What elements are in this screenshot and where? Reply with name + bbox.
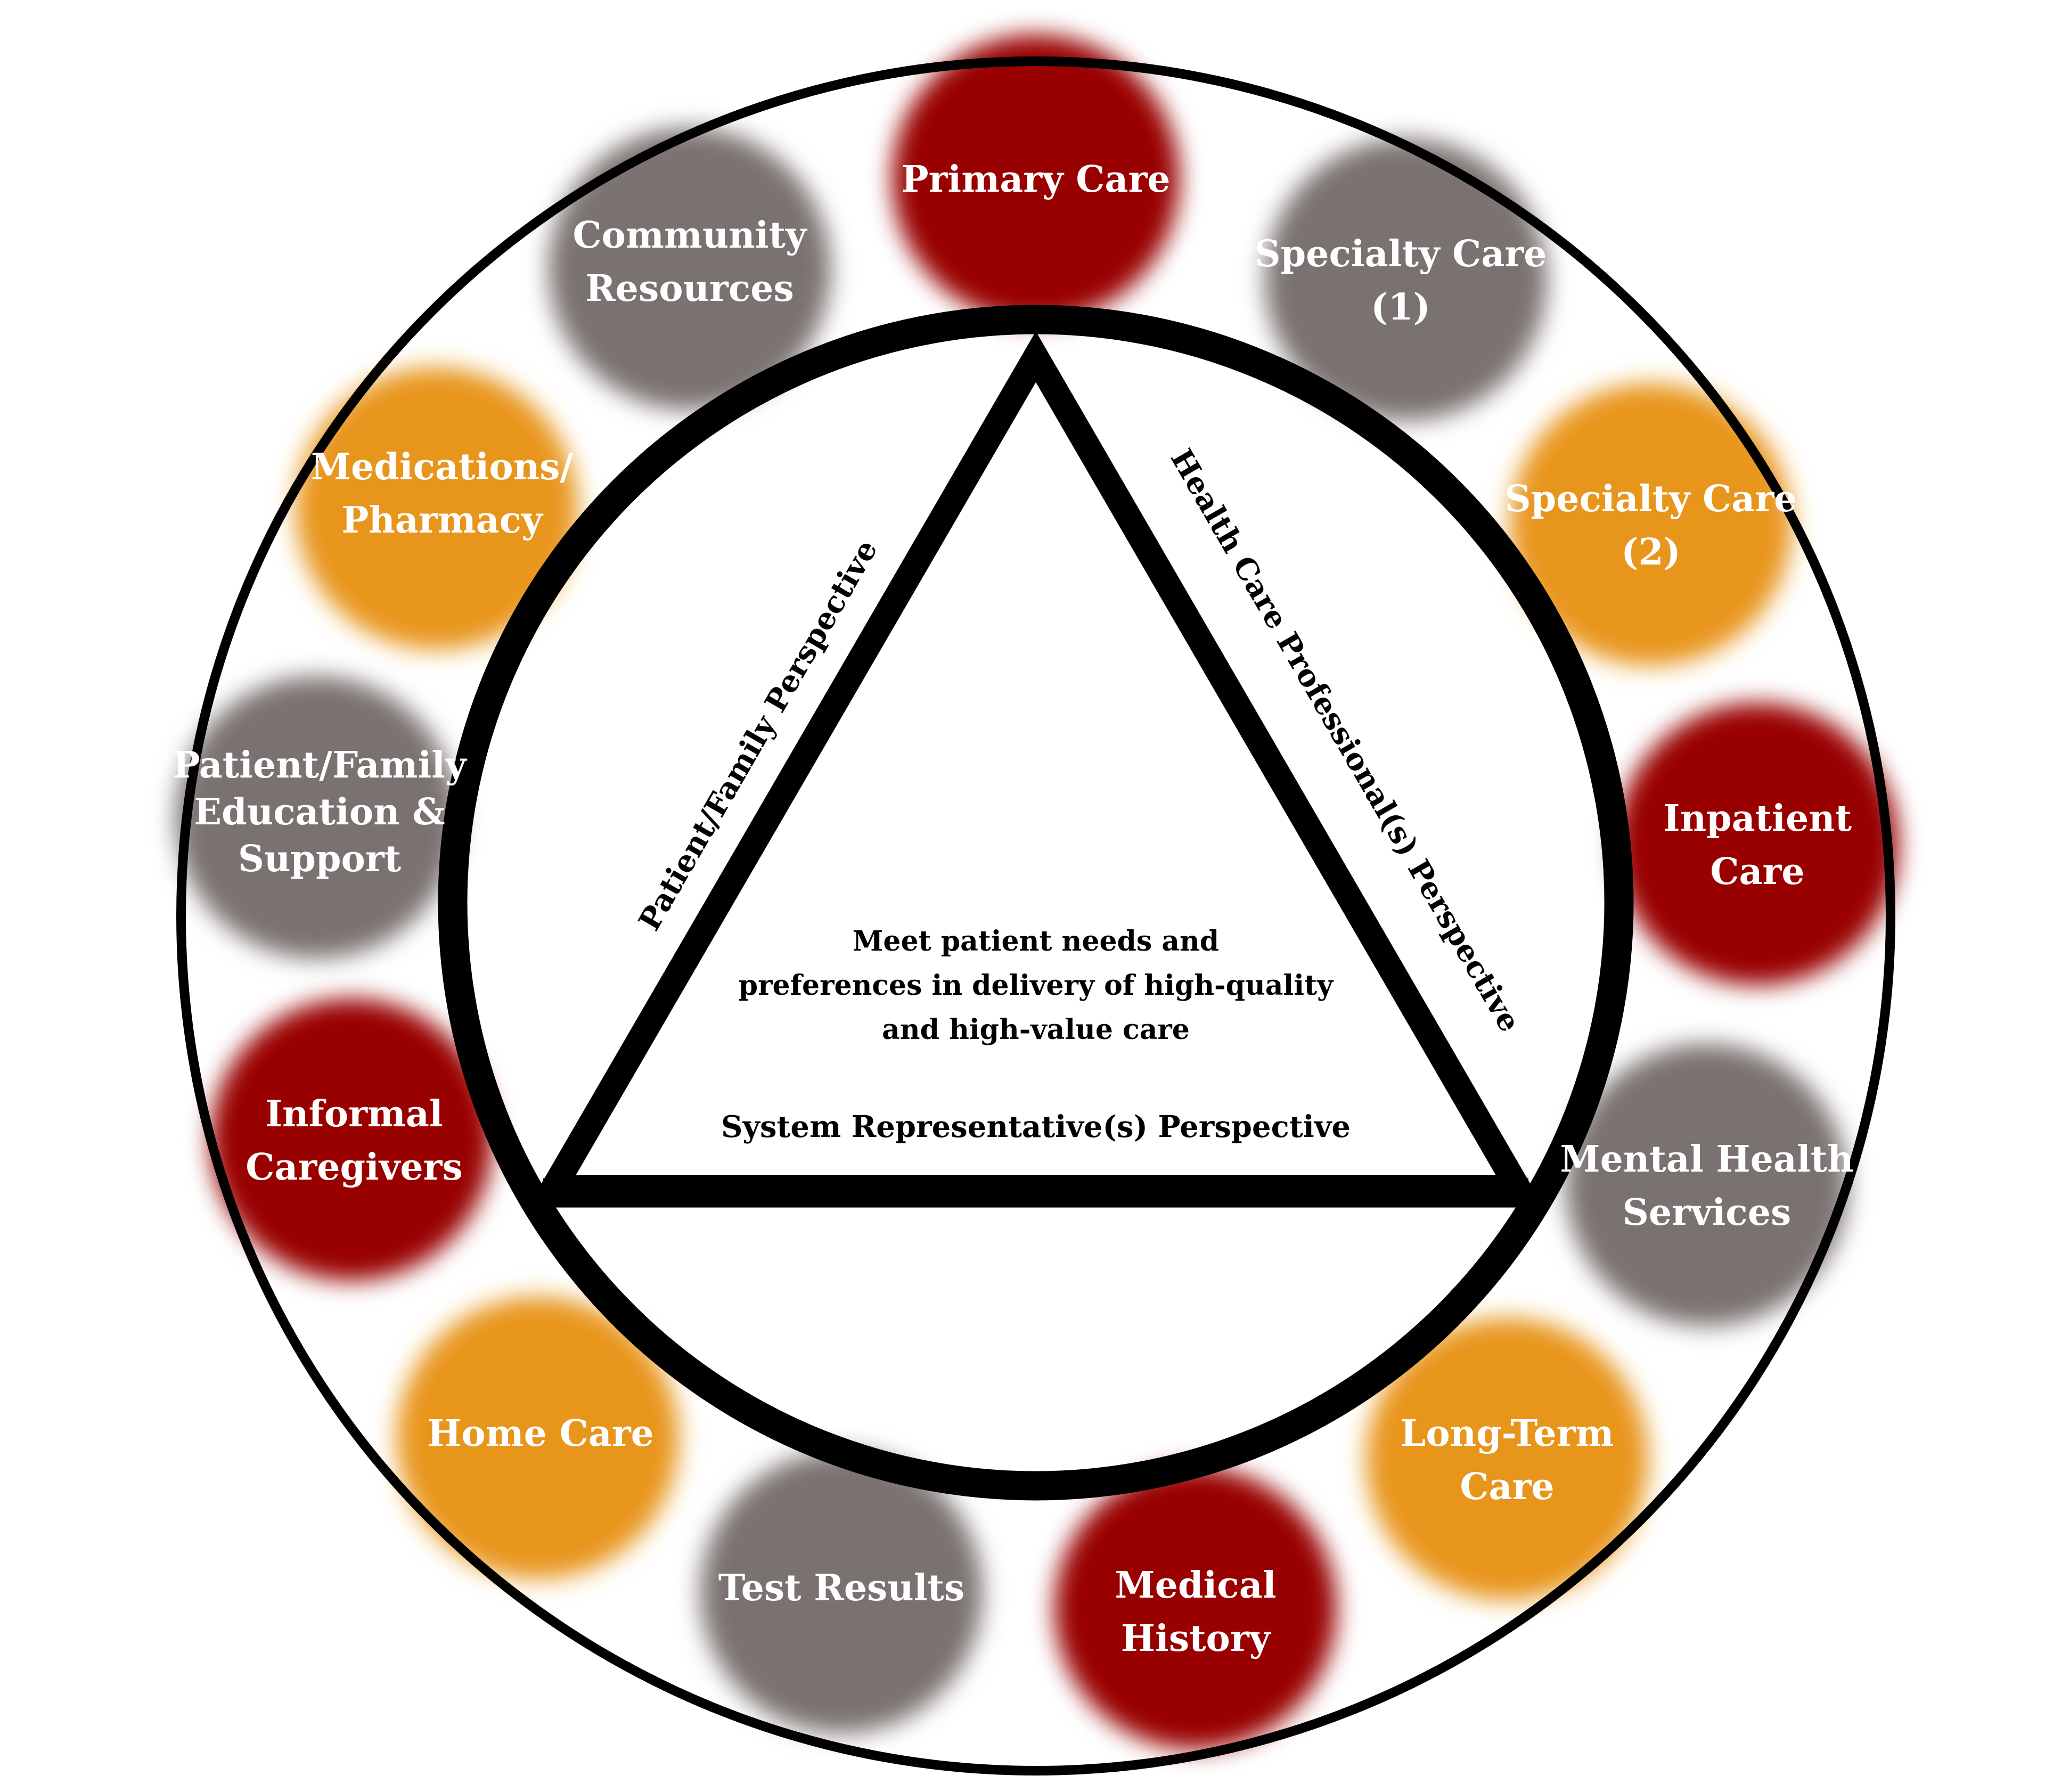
system-representative-perspective-label: System Representative(s) Perspective bbox=[721, 1109, 1351, 1144]
specialty-care-1-label-line-1: Specialty Care bbox=[1255, 233, 1547, 275]
medications-pharmacy-bubble bbox=[296, 367, 578, 650]
specialty-care-2-bubble bbox=[1510, 383, 1792, 666]
specialty-care-2-label-line-2: (2) bbox=[1621, 531, 1681, 574]
patient-family-education-label-line-2: Education & bbox=[194, 791, 445, 833]
medications-pharmacy-label-line-1: Medications/ bbox=[311, 446, 574, 488]
test-results-bubble bbox=[700, 1451, 983, 1733]
medical-history-label-line-2: History bbox=[1121, 1617, 1272, 1660]
specialty-care-1-bubble bbox=[1265, 138, 1547, 421]
primary-care-label-line-1: Primary Care bbox=[901, 158, 1170, 201]
mental-health-services-label-line-2: Services bbox=[1623, 1191, 1792, 1234]
informal-caregivers-label-line-1: Informal bbox=[265, 1093, 443, 1135]
specialty-care-1-label-line-2: (1) bbox=[1371, 286, 1430, 329]
community-resources-label-line-1: Community bbox=[572, 214, 808, 257]
medications-pharmacy-label-line-2: Pharmacy bbox=[341, 499, 544, 542]
long-term-care-label-line-2: Care bbox=[1460, 1466, 1554, 1508]
inpatient-care-label-line-1: Inpatient bbox=[1663, 797, 1852, 840]
patient-family-education-label-line-3: Support bbox=[238, 838, 402, 880]
patient-family-education-label-line-1: Patient/Family bbox=[173, 744, 468, 787]
long-term-care-label-line-1: Long-Term bbox=[1401, 1412, 1614, 1455]
center-line-2: preferences in delivery of high-quality bbox=[739, 969, 1334, 1002]
mental-health-services-label-line-1: Mental Health bbox=[1560, 1138, 1853, 1181]
medical-history-bubble bbox=[1054, 1467, 1337, 1749]
specialty-care-2-label-line-1: Specialty Care bbox=[1505, 478, 1797, 520]
center-line-1: Meet patient needs and bbox=[853, 925, 1219, 958]
primary-care-bubble bbox=[892, 35, 1180, 322]
informal-caregivers-bubble bbox=[210, 999, 493, 1281]
inpatient-care-label-line-2: Care bbox=[1710, 850, 1804, 893]
inpatient-care-bubble bbox=[1616, 703, 1899, 985]
test-results-label-line-1: Test Results bbox=[718, 1567, 964, 1609]
center-line-3: and high-value care bbox=[882, 1013, 1190, 1046]
home-care-label-line-1: Home Care bbox=[427, 1412, 654, 1455]
community-resources-bubble bbox=[549, 128, 831, 410]
bubble-discs bbox=[176, 35, 1899, 1749]
mental-health-services-bubble bbox=[1566, 1044, 1848, 1326]
outer-ring bbox=[176, 56, 1895, 1775]
inner-ring bbox=[438, 305, 1634, 1501]
long-term-care-bubble bbox=[1366, 1318, 1648, 1600]
informal-caregivers-label-line-2: Caregivers bbox=[246, 1146, 463, 1189]
center-statement: Meet patient needs and preferences in de… bbox=[739, 925, 1334, 1046]
community-resources-label-line-2: Resources bbox=[585, 267, 794, 310]
home-care-bubble bbox=[397, 1297, 679, 1579]
patient-family-perspective-label: Patient/Family Perspective bbox=[632, 534, 885, 936]
patient-family-education-bubble bbox=[176, 676, 458, 959]
medical-history-label-line-1: Medical bbox=[1115, 1564, 1276, 1607]
